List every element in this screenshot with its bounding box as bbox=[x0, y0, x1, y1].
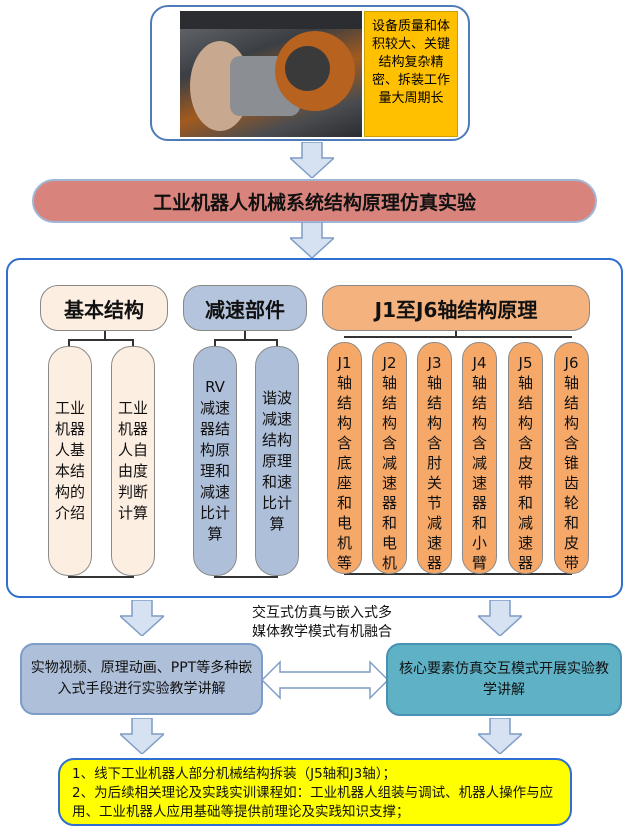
reducer-header: 减速部件 bbox=[183, 285, 307, 331]
reducer-item: RV减速器结构原理和减速比计算 bbox=[193, 346, 237, 576]
basic-item: 工业机器人基本结构的介绍 bbox=[48, 346, 92, 576]
basic-item: 工业机器人自由度判断计算 bbox=[111, 346, 155, 576]
axis-item-j1: J1轴结构含底座和电机等 bbox=[327, 342, 362, 574]
experiment-title: 工业机器人机械系统结构原理仿真实验 bbox=[32, 179, 597, 223]
axis-item-j5: J5轴结构含皮带和减速器 bbox=[508, 342, 543, 574]
down-arrow-icon bbox=[290, 222, 334, 258]
axis-item-j4: J4轴结构含减速器和小臂 bbox=[462, 342, 497, 574]
fusion-caption: 交互式仿真与嵌入式多媒体教学模式有机融合 bbox=[252, 605, 392, 640]
simulation-teaching-box: 核心要素仿真交互模式开展实验教学讲解 bbox=[386, 643, 622, 716]
down-arrow-icon bbox=[290, 142, 334, 178]
down-arrow-icon bbox=[478, 600, 522, 636]
robot-disassembly-photo bbox=[180, 11, 362, 137]
axis-item-j2: J2轴结构含减速器和电机 bbox=[372, 342, 407, 574]
axis-item-j6: J6轴结构含锥齿轮和皮带 bbox=[554, 342, 589, 574]
challenge-note: 设备质量和体积较大、关键结构复杂精密、拆装工作量大周期长 bbox=[364, 11, 458, 137]
reducer-item: 谐波减速结构原理和速比计算 bbox=[255, 346, 299, 576]
multimedia-teaching-box: 实物视频、原理动画、PPT等多种嵌入式手段进行实验教学讲解 bbox=[20, 643, 263, 715]
basic-structure-header: 基本结构 bbox=[40, 285, 168, 331]
down-arrow-icon bbox=[120, 600, 164, 636]
down-arrow-icon bbox=[120, 718, 164, 754]
axes-header: J1至J6轴结构原理 bbox=[322, 285, 590, 331]
outcome-box: 1、线下工业机器人部分机械结构拆装（J5轴和J3轴）； 2、为后续相关理论及实践… bbox=[58, 758, 572, 826]
axis-item-j3: J3轴结构含肘关节减速器 bbox=[417, 342, 452, 574]
down-arrow-icon bbox=[478, 718, 522, 754]
double-arrow-icon bbox=[260, 660, 390, 700]
